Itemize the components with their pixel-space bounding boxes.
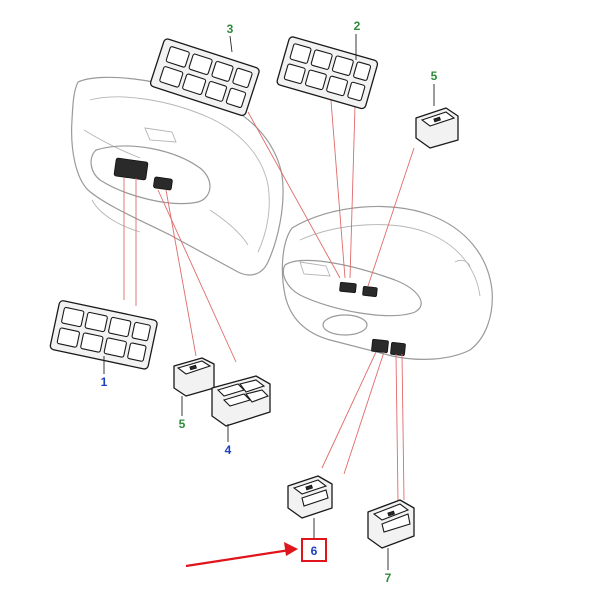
leader-lines: [123, 71, 415, 501]
part-4-double-switch[interactable]: [211, 375, 271, 427]
front-door-panel: [71, 76, 284, 276]
part-5-single-switch-lower[interactable]: [173, 357, 215, 397]
callout-1[interactable]: 1: [101, 375, 108, 389]
part-3-master-switch[interactable]: [149, 38, 261, 117]
part-1-master-switch[interactable]: [49, 300, 158, 370]
callout-4[interactable]: 4: [225, 443, 232, 457]
part-5-single-switch-upper[interactable]: [415, 107, 459, 149]
callout-5-upper[interactable]: 5: [431, 69, 438, 83]
callout-5-lower[interactable]: 5: [179, 417, 186, 431]
callout-2[interactable]: 2: [354, 19, 361, 33]
callout-6[interactable]: 6: [311, 544, 318, 558]
part-6-single-switch[interactable]: [287, 475, 333, 519]
callout-7[interactable]: 7: [385, 571, 392, 585]
red-arrow-icon: [185, 542, 298, 568]
part-7-single-switch[interactable]: [367, 499, 415, 549]
rear-door-panel: [281, 205, 493, 360]
callout-highlight-box: [301, 538, 327, 562]
part-2-master-switch[interactable]: [276, 36, 379, 110]
callout-3[interactable]: 3: [227, 22, 234, 36]
